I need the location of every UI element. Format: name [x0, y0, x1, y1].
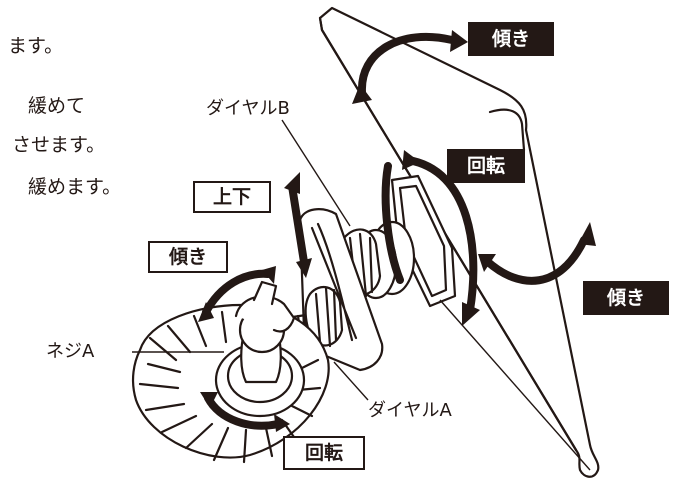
arrowhead-rotate-right-a — [402, 150, 420, 170]
callout-dial-a: ダイヤルA — [368, 400, 452, 421]
label-updown: 上下 — [193, 181, 271, 213]
arrowhead-updown-top — [284, 172, 300, 194]
arrowhead-tilt-left-a — [198, 302, 214, 322]
dial-a-plate-inner — [310, 222, 358, 342]
label-tilt-left: 傾き — [148, 241, 228, 273]
arrow-tilt-left — [202, 269, 272, 316]
tablet-edge — [318, 16, 578, 452]
label-rotate-right: 回転 — [447, 149, 525, 183]
instruction-line-3: させます。 — [12, 134, 106, 156]
arrowhead-tilt-right-a — [478, 254, 496, 272]
arrowhead-updown-bottom — [296, 258, 312, 278]
label-rotate-bottom: 回転 — [283, 436, 365, 470]
arrowhead-tilt-top-b — [450, 30, 468, 52]
arrow-tilt-right — [484, 236, 588, 285]
tablet-panel — [318, 6, 600, 478]
instruction-line-2: 緩めて — [28, 95, 86, 117]
arrow-updown — [288, 182, 308, 266]
suction-cup-fins — [138, 310, 322, 464]
ball-clamp-lever — [252, 280, 278, 306]
label-tilt-right: 傾き — [583, 281, 669, 315]
arrow-tilt-top — [357, 32, 456, 96]
ball-clamp — [234, 295, 296, 333]
arrowhead-rotate-bottom-b — [274, 414, 290, 432]
callout-screw-a: ネジA — [46, 341, 95, 362]
arrow-rotate-right — [404, 156, 478, 314]
arrowhead-rotate-bottom-a — [200, 392, 218, 408]
arrow-rotate-right-2 — [381, 162, 404, 284]
arrow-rotate-bottom — [204, 394, 282, 430]
leader-panel — [439, 299, 591, 471]
callout-dial-b: ダイヤルB — [206, 98, 290, 119]
instruction-line-1: ます。 — [8, 35, 64, 57]
arrowhead-tilt-left-b — [262, 266, 276, 284]
arrowhead-tilt-top-a — [352, 84, 372, 104]
leader-dial-a — [333, 361, 369, 401]
instruction-line-4: 緩めます。 — [28, 176, 122, 198]
screw-a-knob-ribs — [314, 286, 338, 348]
screw-a-knob — [304, 285, 344, 347]
leader-dial-b — [281, 119, 351, 227]
label-tilt-top: 傾き — [468, 22, 554, 56]
arrowhead-tilt-right-b — [578, 222, 596, 246]
arrowhead-rotate-right-b — [462, 302, 480, 326]
